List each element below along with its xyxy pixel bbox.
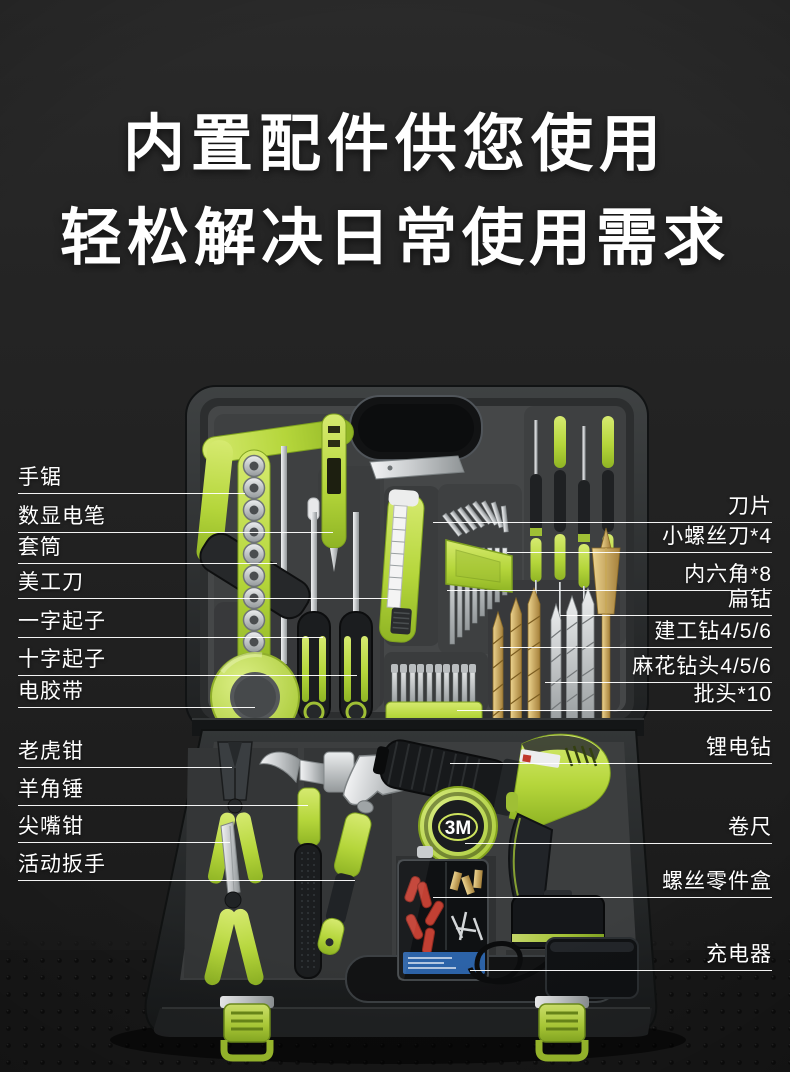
carry-handle-recess	[349, 395, 483, 461]
callout-spade-bit: 扁钻	[560, 588, 772, 616]
callout-label: 手锯	[18, 466, 62, 489]
callout-electrical-tape: 电胶带	[18, 680, 255, 708]
callout-label: 锂电钻	[706, 736, 772, 759]
drill-trigger	[506, 792, 518, 812]
callout-label: 麻花钻头4/5/6	[632, 655, 772, 678]
callout-cordless-drill: 锂电钻	[450, 736, 772, 764]
callout-label: 内六角*8	[684, 563, 772, 586]
headline-line-2: 轻松解决日常使用需求	[59, 203, 730, 273]
callout-label: 一字起子	[18, 610, 106, 633]
callout-adjustable-wrench: 活动扳手	[18, 853, 355, 881]
callout-label: 建工钻4/5/6	[654, 620, 772, 643]
callout-label: 电胶带	[18, 680, 84, 703]
callout-socket-set: 套筒	[18, 536, 277, 564]
precision-screwdrivers	[530, 416, 614, 630]
callout-driver-bits: 批头*10	[457, 683, 772, 711]
callout-needle-nose-pliers: 尖嘴钳	[18, 815, 230, 843]
callout-blade: 刀片	[433, 495, 772, 523]
callout-label: 小螺丝刀*4	[662, 525, 772, 548]
callout-slotted-screwdriver: 一字起子	[18, 610, 323, 638]
utility-knife	[379, 489, 425, 643]
callout-label: 刀片	[728, 495, 772, 518]
callout-hand-saw: 手锯	[18, 466, 245, 494]
callout-utility-knife: 美工刀	[18, 571, 388, 599]
callout-digital-test-pen: 数显电笔	[18, 505, 333, 533]
callout-label: 美工刀	[18, 571, 84, 594]
callout-label: 充电器	[706, 943, 772, 966]
callout-label: 活动扳手	[18, 853, 106, 876]
needle-nose-pliers	[204, 821, 264, 986]
callout-twist-drill-bits: 麻花钻头4/5/6	[545, 655, 772, 683]
headline-line-1: 内置配件供您使用	[122, 110, 667, 179]
callout-claw-hammer: 羊角锤	[18, 778, 308, 806]
latch-left	[220, 996, 274, 1062]
callout-label: 羊角锤	[18, 778, 84, 801]
spade-drill-bit	[591, 527, 621, 731]
headline: 内置配件供您使用 轻松解决日常使用需求	[0, 104, 790, 280]
callout-screw-parts-box: 螺丝零件盒	[433, 870, 772, 898]
callout-label: 批头*10	[693, 683, 772, 706]
charger	[467, 937, 639, 999]
callout-lineman-pliers: 老虎钳	[18, 740, 232, 768]
callout-label: 卷尺	[728, 816, 772, 839]
latch-right	[535, 996, 589, 1062]
twist-drill-bits	[550, 586, 595, 731]
callout-label: 套筒	[18, 536, 62, 559]
phillips-screwdriver	[339, 512, 373, 723]
saw-blade	[281, 446, 287, 664]
callout-tape-measure: 卷尺	[465, 816, 772, 844]
toolbox-base: 3M	[144, 729, 658, 1037]
charger-cable	[467, 941, 550, 985]
callout-construction-drills: 建工钻4/5/6	[500, 620, 772, 648]
driver-bits	[385, 664, 483, 729]
callout-label: 尖嘴钳	[18, 815, 84, 838]
screw-parts-box	[397, 859, 489, 981]
callout-label: 螺丝零件盒	[662, 870, 772, 893]
callout-label: 十字起子	[18, 648, 106, 671]
callout-label: 老虎钳	[18, 740, 84, 763]
callout-phillips-screwdriver: 十字起子	[18, 648, 357, 676]
digital-test-pen	[321, 413, 347, 572]
tape-measure-label: 3M	[445, 818, 471, 839]
callout-hex-keys: 内六角*8	[447, 563, 772, 591]
slotted-screwdriver	[297, 512, 331, 723]
callout-label: 数显电笔	[18, 505, 106, 528]
spare-blade	[369, 455, 465, 480]
callout-small-screwdrivers: 小螺丝刀*4	[507, 525, 772, 553]
callout-charger: 充电器	[470, 943, 772, 971]
callout-label: 扁钻	[728, 588, 772, 611]
